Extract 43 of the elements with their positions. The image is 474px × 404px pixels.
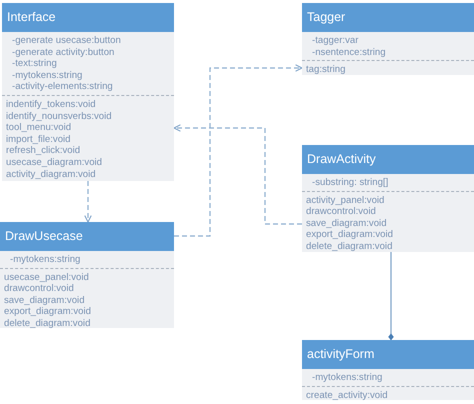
class-box [2, 3, 174, 181]
method-text: identify_nounsverbs:void [6, 110, 113, 122]
dependency-arrow [173, 124, 302, 225]
attribute-text: -text:string [12, 58, 58, 70]
method-text: delete_diagram:void [306, 240, 394, 253]
attribute-text: -substring: string[] [312, 177, 390, 189]
class-box [302, 3, 474, 75]
class-name: DrawActivity [302, 145, 474, 174]
method-text: tag:string [306, 64, 346, 76]
class-name: Interface [2, 3, 174, 32]
attribute-text: -nsentence:string [312, 46, 387, 58]
class-box [0, 222, 174, 328]
class-box [302, 145, 474, 252]
method-text: tool_menu:void [6, 122, 72, 134]
method-text: usecase_panel:void [4, 272, 90, 284]
dependency-arrow [84, 181, 92, 223]
attribute-text: -generate activity:button [12, 46, 116, 58]
composition-line [388, 252, 394, 340]
method-text: drawcontrol:void [306, 206, 377, 218]
method-text: delete_diagram:void [4, 318, 92, 330]
method-text: import_file:void [6, 134, 72, 146]
attribute-text: -generate usecase:button [12, 35, 122, 47]
method-text: activity_panel:void [306, 194, 386, 206]
class-name: DrawUsecase [0, 222, 174, 251]
dependency-arrow [174, 64, 303, 237]
method-text: usecase_diagram:void [6, 156, 103, 169]
class-box [302, 340, 474, 400]
method-text: drawcontrol:void [4, 283, 75, 295]
method-text: activity_diagram:void [6, 168, 97, 180]
attribute-text: -mytokens:string [10, 254, 82, 266]
attribute-text: -activity-elements:string [12, 81, 114, 93]
method-text: save_diagram:void [306, 218, 388, 230]
method-text: save_diagram:void [4, 294, 86, 306]
class-name: Tagger [302, 3, 474, 32]
method-text: indentify_tokens:void [6, 98, 97, 111]
method-text: export_diagram:void [306, 229, 394, 241]
attribute-text: -tagger:var [312, 35, 360, 47]
class-name: activityForm [302, 340, 474, 369]
method-text: create_activity:void [306, 390, 389, 402]
attribute-text: -mytokens:string [312, 372, 384, 384]
method-text: refresh_click:void [6, 145, 82, 157]
attribute-text: -mytokens:string [12, 70, 84, 82]
method-text: export_diagram:void [4, 306, 92, 318]
